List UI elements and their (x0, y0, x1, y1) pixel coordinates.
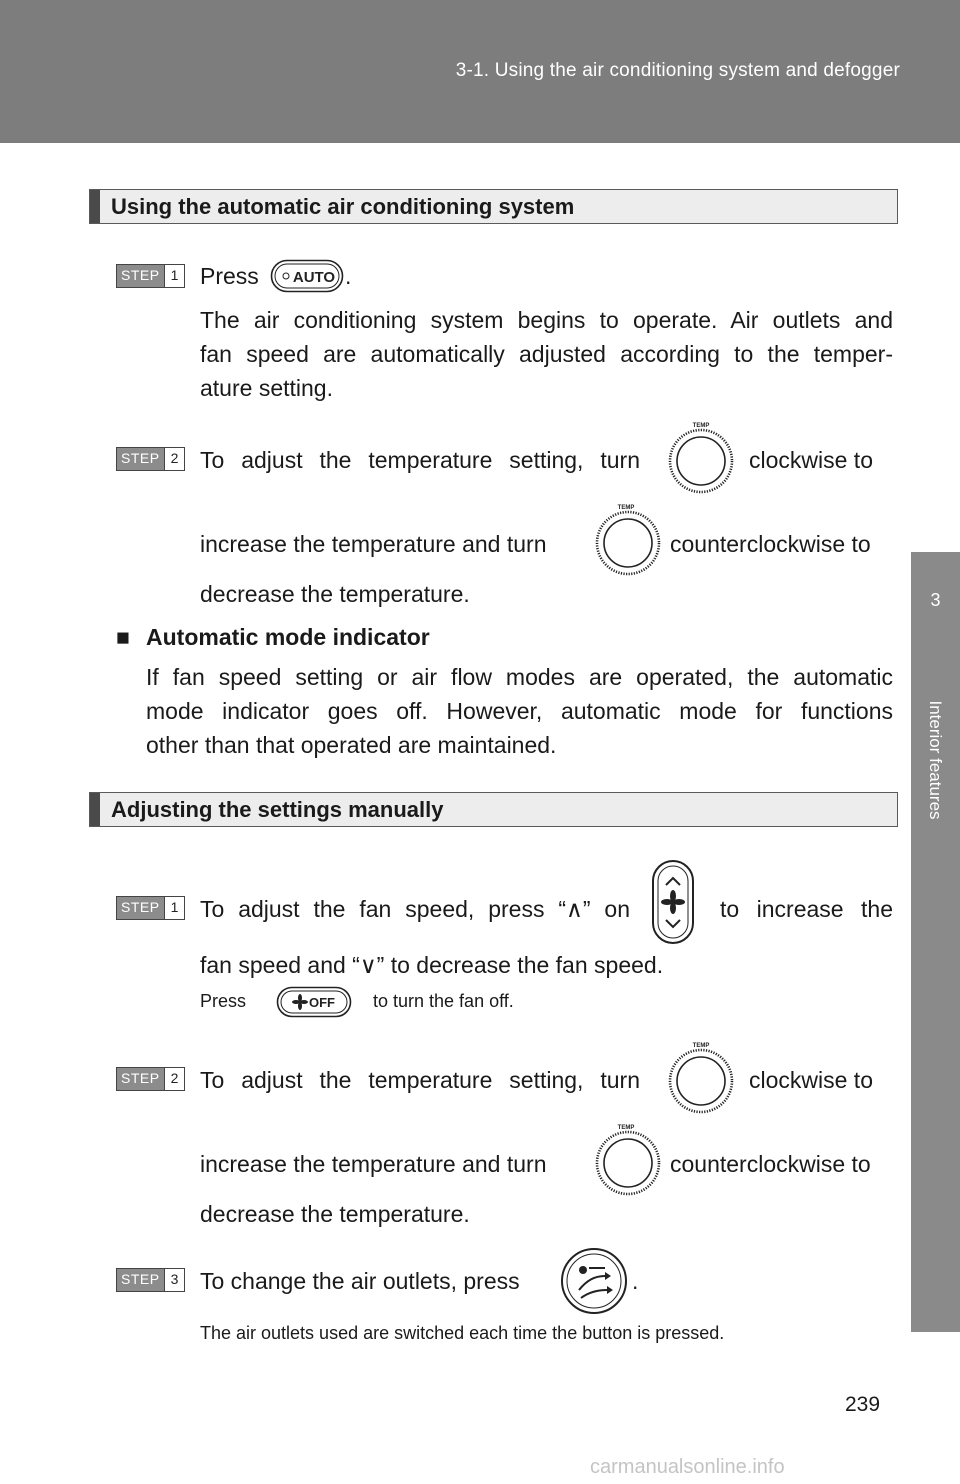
step-badge-1: STEP 1 (116, 896, 186, 920)
step-badge-2: STEP 2 (116, 447, 186, 471)
knob-label: TEMP (693, 423, 710, 429)
step-badge-number: 3 (163, 1269, 185, 1291)
fan-off-note-a: Press (200, 991, 247, 1011)
s2-step1-line1b: to increase the (720, 896, 893, 922)
page-number: 239 (845, 1393, 881, 1416)
indicator-line1: If fan speed setting or air flow modes a… (146, 664, 893, 690)
knob-label: TEMP (693, 1043, 710, 1049)
knob-label: TEMP (618, 505, 635, 511)
header-title: 3-1. Using the air conditioning system a… (455, 60, 900, 81)
s2-step3-line1b: . (632, 1268, 639, 1294)
fan-icon (661, 890, 685, 914)
airflow-arrows (578, 1267, 608, 1299)
s2-step2-line2a: increase the temperature and turn (200, 1151, 547, 1177)
step-badge-number: 2 (163, 448, 185, 470)
temp-knob-icon: TEMP (595, 1125, 661, 1196)
step1-desc-line1: The air conditioning system begins to op… (200, 307, 893, 333)
s1-step2-line1a: To adjust the temperature setting, turn (200, 447, 640, 473)
temp-knob-icon: TEMP (595, 505, 661, 576)
chapter-label: Interior features (926, 700, 945, 820)
indicator-line2: mode indicator goes off. However, automa… (146, 698, 893, 724)
section-accent (90, 190, 100, 223)
step-badge-1: STEP 1 (116, 264, 186, 288)
temp-knob-icon: TEMP (668, 423, 734, 494)
step-badge-text: STEP (117, 448, 164, 470)
indicator-line3: other than that operated are maintained. (146, 732, 557, 758)
s2-step2-line2b: counterclockwise to (670, 1151, 871, 1177)
chapter-side-tab (911, 552, 960, 1332)
s2-step2-line3: decrease the temperature. (200, 1201, 470, 1227)
header-band (0, 0, 960, 143)
section-title: Using the automatic air conditioning sys… (111, 194, 575, 219)
air-outlet-button-icon (561, 1248, 627, 1314)
watermark: carmanualsonline.info (590, 1456, 785, 1478)
step-badge-2: STEP 2 (116, 1067, 186, 1091)
step-badge-number: 1 (163, 265, 185, 287)
fan-off-label: OFF (309, 995, 335, 1010)
fan-off-button-icon: OFF (276, 986, 352, 1018)
s1-step2-line2b: counterclockwise to (670, 531, 871, 557)
step-badge-text: STEP (117, 1068, 164, 1090)
temp-knob-icon: TEMP (668, 1043, 734, 1114)
s2-step3-note: The air outlets used are switched each t… (200, 1323, 725, 1343)
knob-label: TEMP (618, 1125, 635, 1131)
press-text: Press (200, 263, 259, 289)
s1-step2-line2a: increase the temperature and turn (200, 531, 547, 557)
section-title: Adjusting the settings manually (111, 797, 444, 822)
s1-step2-line3: decrease the temperature. (200, 581, 470, 607)
step-badge-text: STEP (117, 265, 164, 287)
s2-step3-line1a: To change the air outlets, press (200, 1268, 520, 1294)
fan-speed-rocker-icon (652, 860, 694, 944)
auto-button-icon: AUTO (270, 259, 344, 293)
step-badge-text: STEP (117, 1269, 164, 1291)
indicator-marker: ■ (116, 624, 130, 650)
s2-step1-line1a: To adjust the fan speed, press “∧” on (200, 896, 630, 922)
fan-icon (292, 994, 308, 1010)
step1-desc-line3: ature setting. (200, 375, 333, 401)
section-heading-automatic: Using the automatic air conditioning sys… (89, 189, 898, 224)
s2-step1-line2: fan speed and “∨” to decrease the fan sp… (200, 952, 664, 978)
step1-desc-line2: fan speed are automatically adjusted acc… (200, 341, 893, 367)
fan-off-note-b: to turn the fan off. (373, 991, 514, 1011)
indicator-title: Automatic mode indicator (146, 624, 430, 650)
s1-step2-line1b: clockwise to (749, 447, 873, 473)
chapter-number: 3 (930, 590, 941, 610)
s2-step2-line1a: To adjust the temperature setting, turn (200, 1067, 640, 1093)
section-accent (90, 793, 100, 826)
step-badge-number: 2 (163, 1068, 185, 1090)
step-badge-number: 1 (163, 897, 185, 919)
step-badge-3: STEP 3 (116, 1268, 186, 1292)
press-end: . (345, 263, 352, 289)
step-badge-text: STEP (117, 897, 164, 919)
section-heading-manual: Adjusting the settings manually (89, 792, 898, 827)
auto-button-label: AUTO (293, 269, 336, 286)
s2-step2-line1b: clockwise to (749, 1067, 873, 1093)
